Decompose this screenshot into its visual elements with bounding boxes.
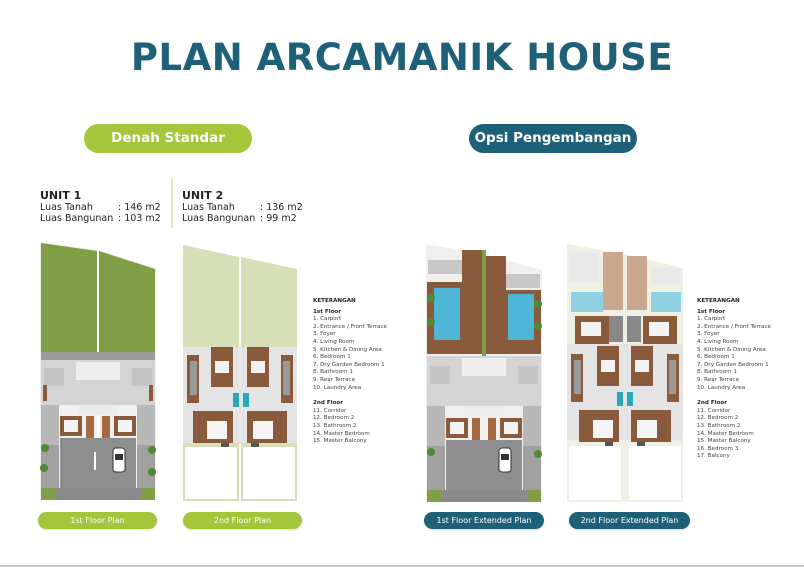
legend-item: 17. Balcony <box>697 453 730 460</box>
legend-item: 7. Dry Garden Bedroom 1 <box>313 361 385 368</box>
unit-1-info: UNIT 1 Luas Tanah: 146 m2 Luas Bangunan:… <box>40 189 161 224</box>
legend-item: 5. Kitchen & Dining Area <box>697 346 766 353</box>
legend-floor1-heading: 1st Floor <box>313 308 342 315</box>
legend-item: 15. Master Balcony <box>697 438 751 445</box>
legend-item: 1. Carport <box>313 316 342 323</box>
legend-item: 14. Master Bedroom <box>313 430 370 437</box>
legend-item: 16. Bedroom 3 <box>697 445 739 452</box>
caption-ext-floor1: 1st Floor Extended Plan <box>424 512 544 529</box>
legend-item: 13. Bathroom 2 <box>313 422 357 429</box>
legend-standard: KETERANGAN 1st Floor 1. Carport 2. Entra… <box>313 298 387 446</box>
unit-2-land-area: Luas Tanah: 136 m2 <box>182 202 303 213</box>
legend-item: 6. Bedroom 1 <box>697 354 735 361</box>
caption-ext-floor2: 2nd Floor Extended Plan <box>569 512 690 529</box>
legend-item: 11. Corridor <box>313 407 347 414</box>
legend-item: 1. Carport <box>697 316 726 323</box>
unit-1-land-area: Luas Tanah: 146 m2 <box>40 202 161 213</box>
legend-item: 14. Master Bedroom <box>697 430 754 437</box>
legend-floor2-heading: 2nd Floor <box>313 400 344 407</box>
legend-item: 4. Living Room <box>697 338 739 345</box>
legend-item: 12. Bedroom 2 <box>313 415 355 422</box>
floor-plan-extended-2nd <box>565 242 685 506</box>
legend-item: 9. Rear Terrace <box>313 376 356 383</box>
unit-1-building-area: Luas Bangunan: 103 m2 <box>40 213 161 224</box>
caption-std-floor2: 2nd Floor Plan <box>183 512 302 529</box>
floor-plan-standard-2nd <box>181 243 299 505</box>
legend-item: 3. Foyer <box>697 331 720 338</box>
legend-item: 3. Foyer <box>313 331 336 338</box>
legend-extended: KETERANGAN 1st Floor 1. Carport 2. Entra… <box>697 298 771 461</box>
bottom-border <box>0 565 804 567</box>
legend-title: KETERANGAN <box>313 298 356 304</box>
unit-2-building-area: Luas Bangunan: 99 m2 <box>182 213 297 224</box>
legend-item: 13. Bathroom 2 <box>697 422 741 429</box>
legend-item: 15. Master Balcony <box>313 438 367 445</box>
legend-item: 12. Bedroom 2 <box>697 415 739 422</box>
floor-plan-standard-1st <box>38 240 158 502</box>
legend-item: 9. Rear Terrace <box>697 376 740 383</box>
legend-item: 10. Laundry Area <box>313 384 362 391</box>
legend-item: 2. Entrance / Front Terrace <box>313 323 387 330</box>
unit-2-name: UNIT 2 <box>182 189 224 202</box>
legend-floor1-heading: 1st Floor <box>697 308 726 315</box>
legend-item: 6. Bedroom 1 <box>313 354 351 361</box>
legend-item: 2. Entrance / Front Terrace <box>697 323 771 330</box>
legend-item: 8. Bathroom 1 <box>313 369 353 376</box>
floor-plan-extended-1st <box>424 242 544 504</box>
unit-divider <box>171 178 173 228</box>
section-label-denah-standar: Denah Standar <box>84 124 252 153</box>
legend-item: 4. Living Room <box>313 338 355 345</box>
unit-2-info: UNIT 2 Luas Tanah: 136 m2 Luas Bangunan:… <box>182 189 303 224</box>
unit-1-name: UNIT 1 <box>40 189 82 202</box>
caption-std-floor1: 1st Floor Plan <box>38 512 157 529</box>
legend-item: 10. Laundry Area <box>697 384 746 391</box>
legend-floor2-heading: 2nd Floor <box>697 400 728 407</box>
section-label-opsi-pengembangan: Opsi Pengembangan <box>469 124 637 153</box>
legend-item: 11. Corridor <box>697 407 731 414</box>
legend-title: KETERANGAN <box>697 298 740 304</box>
legend-item: 7. Dry Garden Bedroom 1 <box>697 361 769 368</box>
page-title: PLAN ARCAMANIK HOUSE <box>130 36 674 79</box>
legend-item: 5. Kitchen & Dining Area <box>313 346 382 353</box>
legend-item: 8. Bathroom 1 <box>697 369 737 376</box>
